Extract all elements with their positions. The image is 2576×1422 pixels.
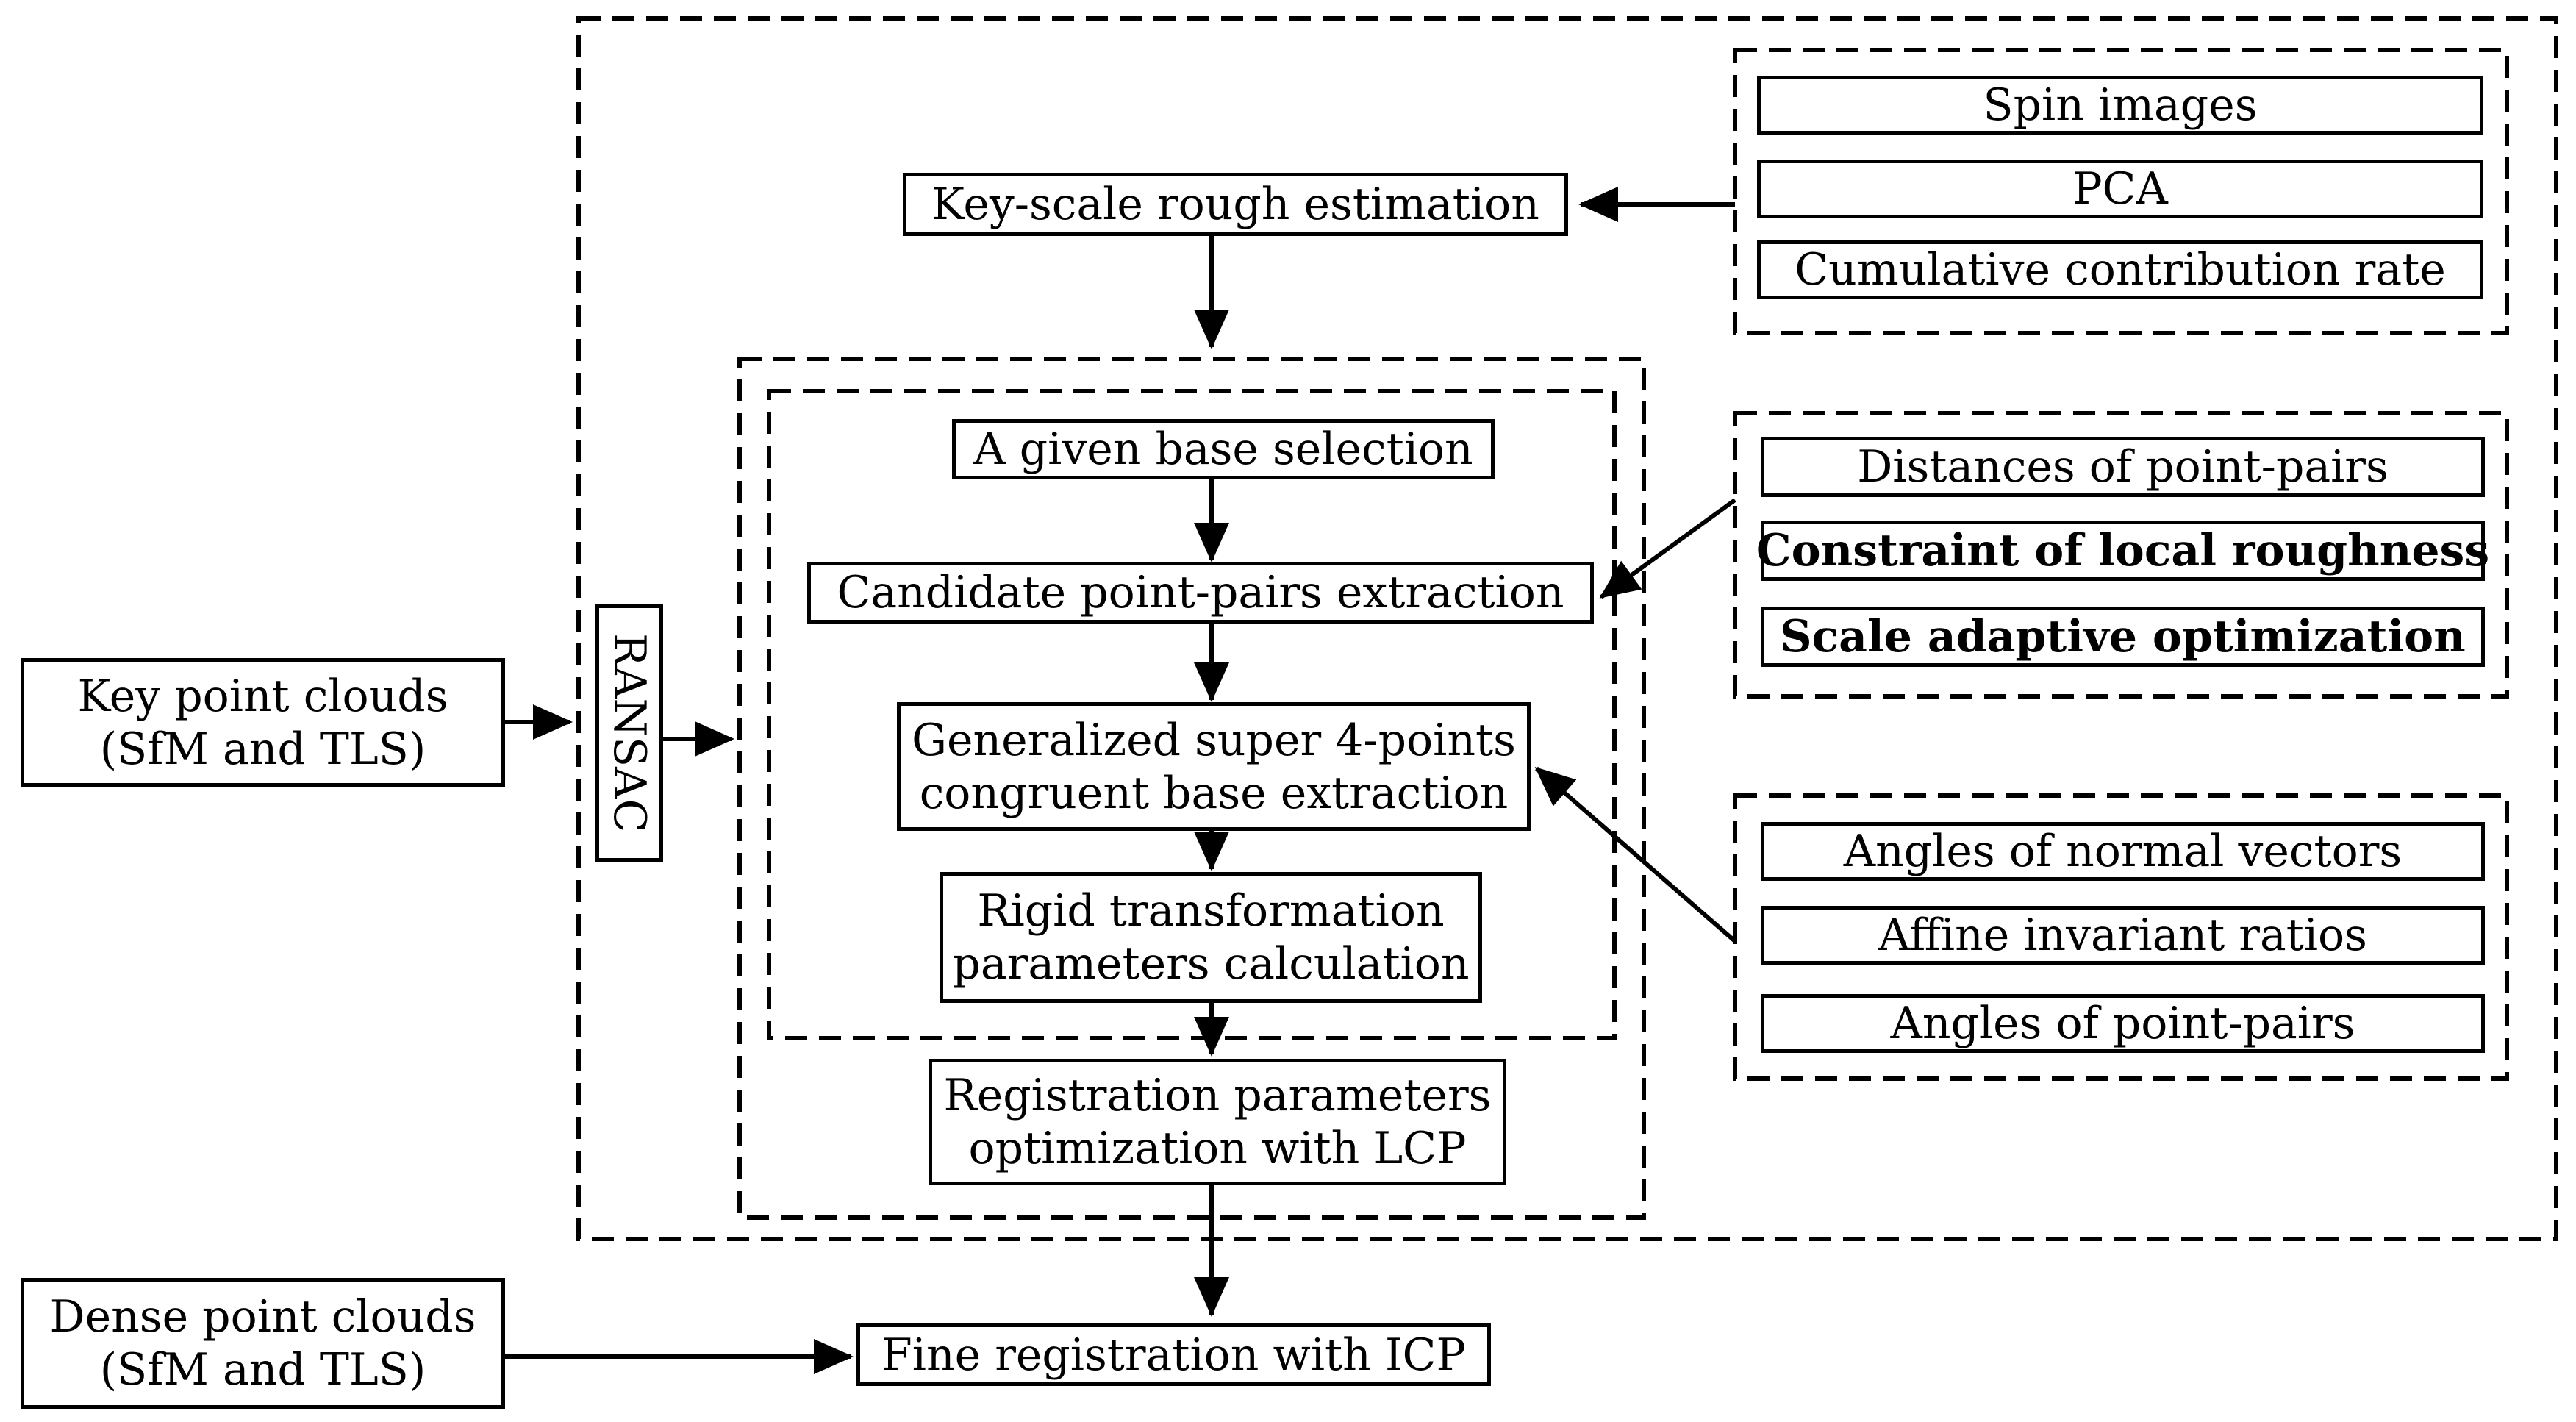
rigid-transformation-box: Rigid transformation parameters calculat… xyxy=(940,872,1482,1003)
angles-pairs-label: Angles of point-pairs xyxy=(1890,998,2355,1049)
dense-point-clouds-label-line-1: Dense point clouds xyxy=(49,1291,476,1343)
affine-ratios-box: Affine invariant ratios xyxy=(1761,906,2485,965)
rigid-transformation-label-line-1: Rigid transformation xyxy=(977,885,1445,937)
distances-label: Distances of point-pairs xyxy=(1857,441,2389,493)
key-scale-estimation-label: Key-scale rough estimation xyxy=(931,179,1539,230)
ransac-label: RANSAC xyxy=(604,633,655,833)
fine-registration-box: Fine registration with ICP xyxy=(856,1323,1491,1386)
outer-dashed-group xyxy=(576,16,2558,1241)
spin-images-label: Spin images xyxy=(1983,79,2258,131)
fine-registration-label: Fine registration with ICP xyxy=(881,1329,1466,1381)
key-point-clouds-box: Key point clouds (SfM and TLS) xyxy=(21,658,505,787)
dense-point-clouds-box: Dense point clouds (SfM and TLS) xyxy=(21,1278,505,1409)
pca-box: PCA xyxy=(1757,160,2483,218)
key-point-clouds-label-line-1: Key point clouds xyxy=(77,670,448,722)
spin-images-box: Spin images xyxy=(1757,76,2483,135)
key-point-clouds-label-line-2: (SfM and TLS) xyxy=(99,723,426,775)
base-selection-box: A given base selection xyxy=(952,419,1495,479)
angles-pairs-box: Angles of point-pairs xyxy=(1761,994,2485,1053)
cumulative-contribution-label: Cumulative contribution rate xyxy=(1795,244,2446,296)
ransac-box: RANSAC xyxy=(595,604,663,862)
ransac-outer-dashed-group xyxy=(737,357,1646,1220)
candidate-extraction-label: Candidate point-pairs extraction xyxy=(837,567,1564,618)
registration-optimization-box: Registration parameters optimization wit… xyxy=(929,1059,1506,1185)
key-scale-estimation-box: Key-scale rough estimation xyxy=(903,173,1568,236)
registration-optimization-label-line-2: optimization with LCP xyxy=(968,1123,1467,1174)
arrow-constraints-to-candidate xyxy=(1599,498,1736,599)
affine-ratios-label: Affine invariant ratios xyxy=(1878,910,2367,961)
local-roughness-label: Constraint of local roughness xyxy=(1756,525,2490,576)
constraint-dashed-group xyxy=(1733,411,2509,699)
arrow-invariants-to-generalized xyxy=(1534,766,1736,943)
scale-adaptive-box: Scale adaptive optimization xyxy=(1761,607,2485,667)
scale-adaptive-label: Scale adaptive optimization xyxy=(1780,611,2466,662)
local-roughness-box: Constraint of local roughness xyxy=(1756,521,2489,581)
rigid-transformation-label-line-2: parameters calculation xyxy=(952,938,1470,990)
cumulative-contribution-box: Cumulative contribution rate xyxy=(1757,240,2483,299)
base-selection-label: A given base selection xyxy=(973,424,1473,475)
invariant-dashed-group xyxy=(1733,793,2509,1081)
angles-normal-label: Angles of normal vectors xyxy=(1843,826,2403,877)
generalized-base-box: Generalized super 4-points congruent bas… xyxy=(897,702,1531,831)
feature-dashed-group xyxy=(1733,48,2509,335)
ransac-inner-dashed-group xyxy=(767,389,1617,1040)
pca-label: PCA xyxy=(2072,163,2168,215)
angles-normal-box: Angles of normal vectors xyxy=(1761,822,2485,881)
distances-box: Distances of point-pairs xyxy=(1761,437,2485,497)
generalized-base-label-line-1: Generalized super 4-points xyxy=(912,714,1516,766)
dense-point-clouds-label-line-2: (SfM and TLS) xyxy=(99,1344,426,1396)
candidate-extraction-box: Candidate point-pairs extraction xyxy=(807,562,1594,624)
registration-optimization-label-line-1: Registration parameters xyxy=(943,1070,1492,1121)
generalized-base-label-line-2: congruent base extraction xyxy=(919,767,1509,819)
